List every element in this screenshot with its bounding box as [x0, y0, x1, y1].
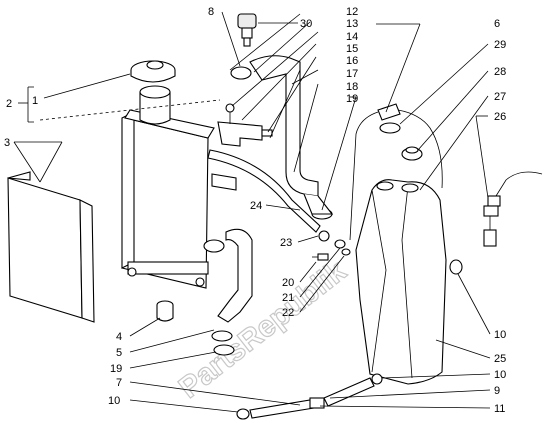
callout-3: 3 — [4, 137, 10, 149]
callout-26: 26 — [494, 111, 506, 123]
callout-10-right: 10 — [494, 329, 506, 341]
callout-18: 18 — [346, 81, 358, 93]
level-sensor — [483, 171, 543, 247]
callout-8: 8 — [208, 6, 214, 18]
callout-21: 21 — [282, 292, 294, 304]
callout-27: 27 — [494, 91, 506, 103]
callout-15: 15 — [346, 43, 358, 55]
callout-25: 25 — [494, 353, 506, 365]
callout-4: 4 — [116, 331, 122, 343]
temperature-sensor — [237, 13, 257, 47]
callout-23: 23 — [280, 237, 292, 249]
callout-2: 2 — [6, 98, 12, 110]
radiator — [121, 85, 215, 289]
callout-30: 30 — [300, 18, 312, 30]
callout-12: 12 — [346, 6, 358, 18]
radiator-grille — [7, 171, 95, 323]
tank-caps — [377, 103, 423, 161]
mounting-bracket — [211, 103, 273, 191]
callout-1: 1 — [32, 95, 38, 107]
radiator-cap — [130, 60, 176, 83]
callout-19-top: 19 — [346, 93, 358, 105]
callout-13: 13 — [346, 18, 358, 30]
callout-20: 20 — [282, 277, 294, 289]
callout-29: 29 — [494, 39, 506, 51]
breather-tube — [349, 111, 379, 241]
callout-9: 9 — [494, 385, 500, 397]
fitting — [318, 230, 330, 242]
leader-lines — [13, 11, 491, 413]
callout-7: 7 — [116, 377, 122, 389]
callout-14: 14 — [346, 31, 358, 43]
callout-6: 6 — [494, 18, 500, 30]
hose-clip — [449, 259, 463, 275]
vent-tube — [397, 109, 443, 189]
rubber-mount — [156, 300, 174, 322]
callout-10-left: 10 — [108, 395, 120, 407]
lower-clamp — [213, 344, 235, 356]
hose-clamp — [230, 66, 252, 80]
callout-16: 16 — [346, 55, 358, 67]
callout-28: 28 — [494, 66, 506, 78]
callout-5: 5 — [116, 347, 122, 359]
overflow-pipe — [207, 149, 321, 233]
callout-24: 24 — [250, 200, 262, 212]
callout-10-lower: 10 — [494, 369, 506, 381]
callouts: 1 2 3 8 30 12 13 14 15 16 17 18 19 6 29 … — [4, 6, 506, 415]
lower-hose — [203, 228, 253, 342]
expansion-tank — [355, 179, 447, 385]
callout-19-bottom: 19 — [110, 363, 122, 375]
callout-22: 22 — [282, 307, 294, 319]
screw-set — [312, 239, 351, 261]
callout-17: 17 — [346, 68, 358, 80]
callout-11: 11 — [494, 403, 505, 415]
